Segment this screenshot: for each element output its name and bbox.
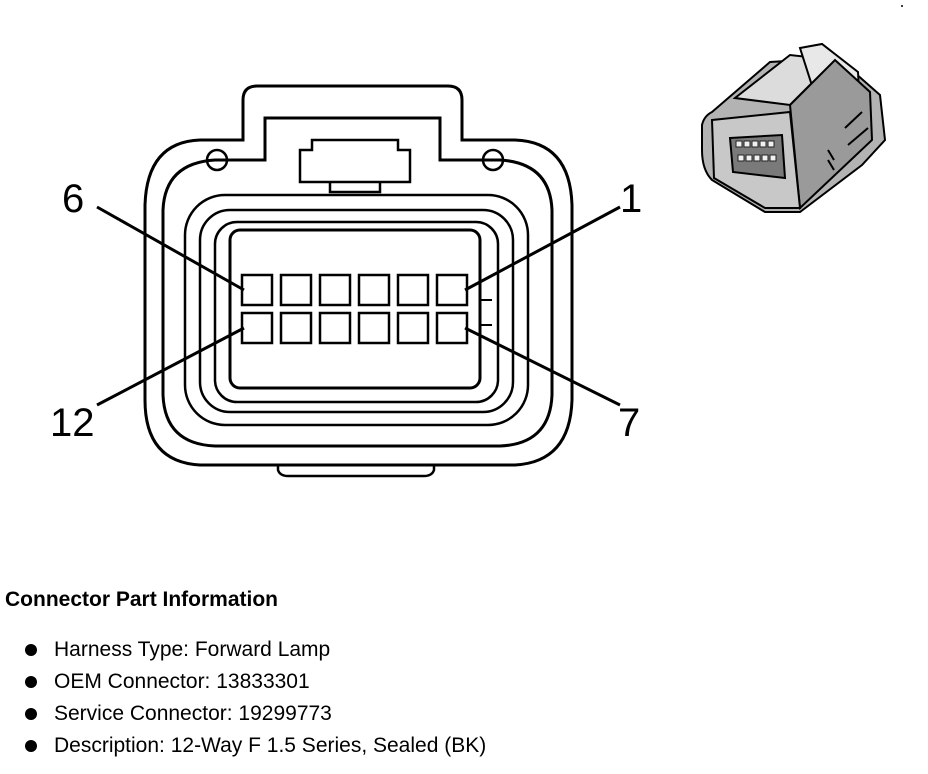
leader-line-1 [464,205,621,292]
pin-cavity-11 [279,311,313,345]
leader-line-12 [96,326,245,407]
connector-latch-tab [298,138,412,194]
leader-lines [96,205,621,407]
connector-seal-middle [198,208,515,414]
connector-seal-outer [183,193,530,427]
connector-nub-right [481,148,505,172]
connector-face-view [143,84,574,478]
info-item-description: Description: 12-Way F 1.5 Series, Sealed… [5,730,905,762]
pin-cavity-9 [357,311,391,345]
connector-nub-left [205,148,229,172]
connector-outer-shell [143,84,574,467]
pin-cavities [240,273,469,345]
pin-label-6: 6 [62,177,84,221]
pin-cavity-5 [279,273,313,307]
pin-cavity-12 [240,311,274,345]
info-item-harness-type: Harness Type: Forward Lamp [5,634,905,666]
connector-3d-pin-grid [735,140,777,162]
connector-bottom-foot [276,465,436,478]
connector-part-information: Connector Part Information Harness Type:… [5,586,905,762]
info-item-service-connector: Service Connector: 19299773 [5,698,905,730]
info-item-oem-connector: OEM Connector: 13833301 [5,666,905,698]
connector-3d-ribs [827,111,869,171]
connector-side-marks [480,299,492,326]
connector-diagram: 6 1 12 7 [50,5,903,478]
stray-dot-top-right [901,5,903,7]
connector-3d-view [701,42,887,213]
connector-terminal-housing [228,228,482,390]
connector-inner-shell [161,116,554,448]
pin-cavity-2 [396,273,430,307]
pin-cavity-7 [435,311,469,345]
pin-cavity-8 [396,311,430,345]
leader-line-7 [464,326,621,407]
pin-cavity-1 [435,273,469,307]
leader-line-6 [96,205,245,292]
connector-seal-inner [213,220,500,404]
pin-cavity-6 [240,273,274,307]
pin-label-1: 1 [620,177,642,221]
pin-cavity-4 [318,273,352,307]
pin-label-7: 7 [618,401,640,445]
pin-label-12: 12 [50,401,95,445]
pin-cavity-3 [357,273,391,307]
info-title: Connector Part Information [5,588,279,611]
info-list: Harness Type: Forward Lamp OEM Connector… [5,634,905,762]
pin-cavity-10 [318,311,352,345]
